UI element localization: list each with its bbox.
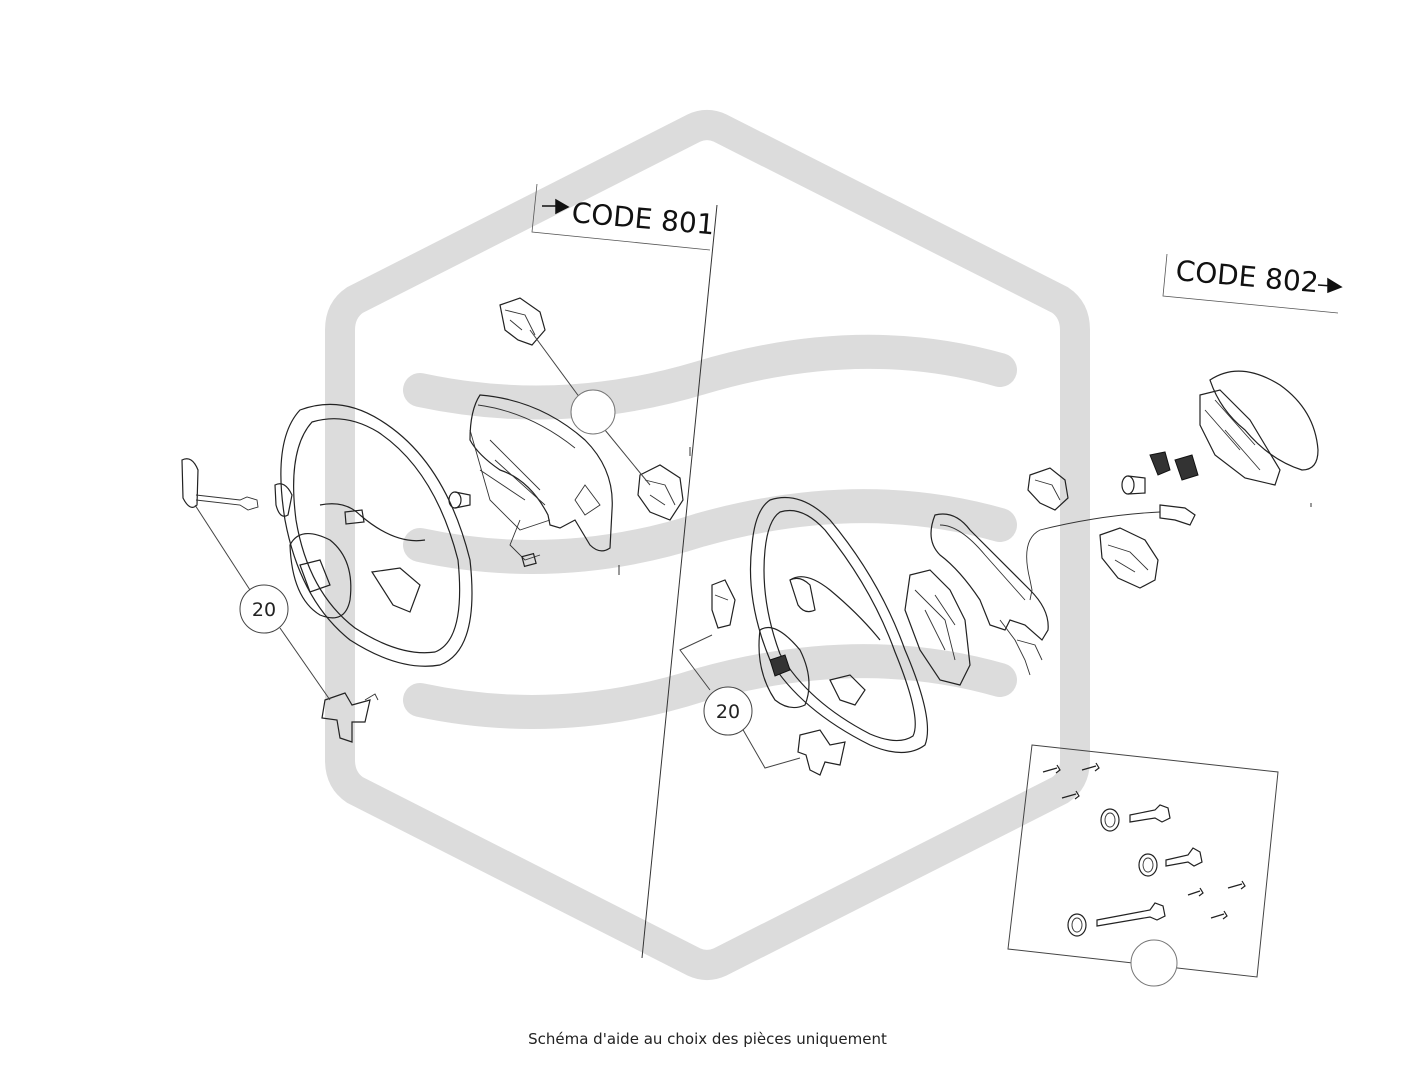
connector-pin-right [1121,475,1146,495]
airbag-cover-right [1149,370,1319,486]
callout-circle-empty-left [570,389,616,435]
arrow-right-icon [542,198,570,215]
steering-wheel-right [749,496,929,754]
bolt-part-1 [1129,804,1171,823]
switch-part-right [797,729,846,776]
spring-part-3 [1067,913,1087,937]
switch-part-left [321,692,379,743]
callout-lines-right [679,634,801,769]
airbag-module-left [469,394,613,568]
paddle-part-upper-right [1027,467,1069,511]
connector-pin-left [448,491,471,509]
callout-circle-left: 20 [239,584,289,634]
horn-cap-part-left [181,458,259,511]
spring-part-2 [1138,853,1158,877]
code-802-label: CODE 802 [1162,253,1343,314]
paddle-part-small-right [711,579,736,629]
paddle-part-upper-left [499,297,546,346]
screw-group [1042,762,1246,920]
svg-text:20: 20 [252,599,276,621]
svg-text:CODE 801: CODE 801 [570,196,716,241]
hexagon-logo-watermark [325,110,1090,980]
diagram-caption: Schéma d'aide au choix des pièces unique… [528,1030,887,1048]
paddle-part-lower-right [1099,527,1159,589]
bolt-part-3 [1096,902,1166,927]
arrow-right-icon [1317,277,1343,294]
svg-text:CODE 802: CODE 802 [1174,254,1320,299]
callout-circle-empty-kit [1130,939,1178,987]
hardware-kit-panel [1007,744,1279,987]
svg-text:20: 20 [716,701,740,723]
callout-lines-left [194,329,651,701]
callout-circle-right: 20 [703,686,753,736]
divider-line [641,204,718,959]
airbag-module-right [904,513,1049,686]
steering-wheel-left [274,403,473,667]
wiring-harness-right [1026,504,1196,601]
spring-part-1 [1100,808,1120,832]
paddle-part-lower-left [637,464,684,521]
bolt-part-2 [1165,847,1203,867]
